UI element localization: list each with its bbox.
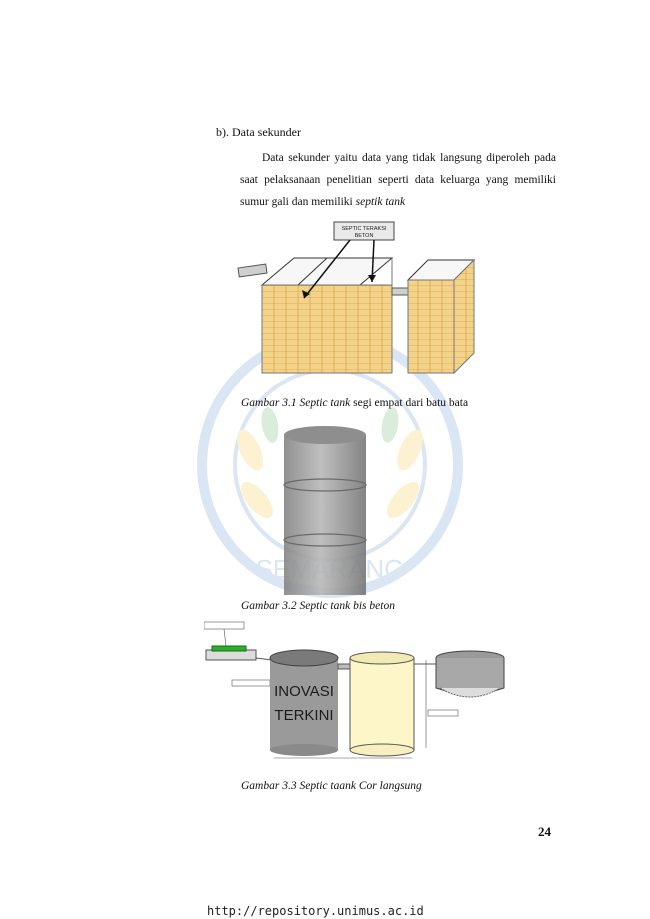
figure-1-caption: Gambar 3.1 Septic tank segi empat dari b… bbox=[241, 397, 468, 409]
callout-box bbox=[333, 221, 395, 241]
section-heading: b). Data sekunder bbox=[216, 125, 301, 139]
page-number: 24 bbox=[538, 824, 551, 839]
inlet-pipe bbox=[237, 263, 268, 278]
figure-3-caption: Gambar 3.3 Septic taank Cor langsung bbox=[241, 780, 422, 792]
figure-1-caption-normal: segi empat dari batu bata bbox=[350, 397, 469, 409]
tank-label-line2: TERKINI bbox=[274, 707, 333, 724]
body-paragraph: Data sekunder yaitu data yang tidak lang… bbox=[240, 147, 556, 213]
brick-tank-second bbox=[407, 279, 455, 374]
figure-2-caption: Gambar 3.2 Septic tank bis beton bbox=[241, 600, 395, 612]
figure-1-caption-italic: Gambar 3.1 Septic tank bbox=[241, 397, 351, 409]
callout-label-line1: SEPTIC TERAKSI bbox=[342, 226, 387, 232]
brick-tank-front bbox=[261, 284, 393, 374]
callout-label-line2: BETON bbox=[355, 233, 374, 239]
repository-url[interactable]: http://repository.unimus.ac.id bbox=[207, 904, 424, 918]
figure-concrete-ring-tank bbox=[283, 426, 367, 595]
figure-brick-septic-tank: SEPTIC TERAKSI BETON bbox=[237, 221, 476, 375]
paragraph-text: Data sekunder yaitu data yang tidak lang… bbox=[240, 152, 556, 208]
figure-cast-septic-tank: INOVASI TERKINI bbox=[204, 621, 505, 759]
paragraph-emphasis: septik tank bbox=[355, 196, 406, 208]
tank-label-line1: INOVASI bbox=[274, 683, 334, 700]
